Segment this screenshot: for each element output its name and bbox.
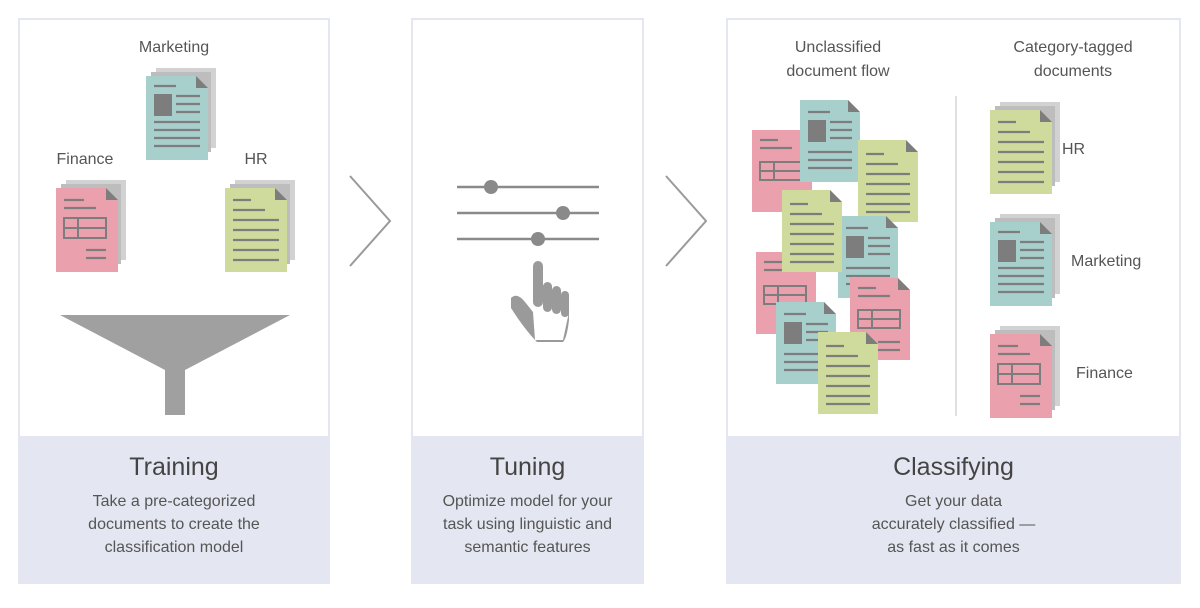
training-panel: Marketing Finance HR Training Take a pre… <box>18 18 330 584</box>
chevron-right-icon <box>665 175 708 267</box>
finance-document-icon <box>56 180 126 272</box>
hr-label: HR <box>244 151 268 168</box>
training-illustration <box>56 68 295 415</box>
category-label-marketing: Marketing <box>1071 253 1142 270</box>
tuning-caption: Tuning Optimize model for your task usin… <box>413 436 642 582</box>
training-description: Take a pre-categorized documents to crea… <box>88 493 260 556</box>
tuning-title: Tuning <box>489 453 566 481</box>
hr-document-icon <box>225 180 295 272</box>
classifying-title: Classifying <box>893 453 1014 481</box>
category-label-finance: Finance <box>1076 365 1133 382</box>
finance-label: Finance <box>56 151 114 168</box>
training-title: Training <box>129 453 219 481</box>
tuning-description: Optimize model for your task using lingu… <box>442 493 613 556</box>
finance-document-icon <box>990 326 1060 418</box>
chevron-right-icon <box>349 175 392 267</box>
category-label-hr: HR <box>1062 141 1086 158</box>
hr-document-icon <box>782 190 842 272</box>
marketing-document-icon <box>990 214 1060 306</box>
hr-document-icon <box>818 332 878 414</box>
marketing-label: Marketing <box>138 39 210 56</box>
unclassified-document-flow <box>752 100 918 414</box>
funnel-icon <box>60 315 290 415</box>
slider-icon <box>457 180 599 246</box>
tuning-illustration <box>457 180 599 342</box>
unclassified-label: Unclassified document flow <box>786 39 890 80</box>
tagged-label: Category-tagged documents <box>1013 39 1133 80</box>
hr-document-icon <box>990 102 1060 194</box>
marketing-document-icon <box>146 68 216 160</box>
tuning-panel: Tuning Optimize model for your task usin… <box>411 18 644 584</box>
hr-document-icon <box>858 140 918 222</box>
classifying-panel: Unclassified document flow Category-tagg… <box>726 18 1181 584</box>
classifying-illustration <box>752 96 1060 418</box>
marketing-document-icon <box>800 100 860 182</box>
training-caption: Training Take a pre-categorized document… <box>20 436 328 582</box>
classifying-description: Get your data accurately classified — as… <box>871 493 1036 556</box>
marketing-document-icon <box>838 216 898 298</box>
classifying-caption: Classifying Get your data accurately cla… <box>728 436 1179 582</box>
hand-pointer-icon <box>511 261 569 342</box>
